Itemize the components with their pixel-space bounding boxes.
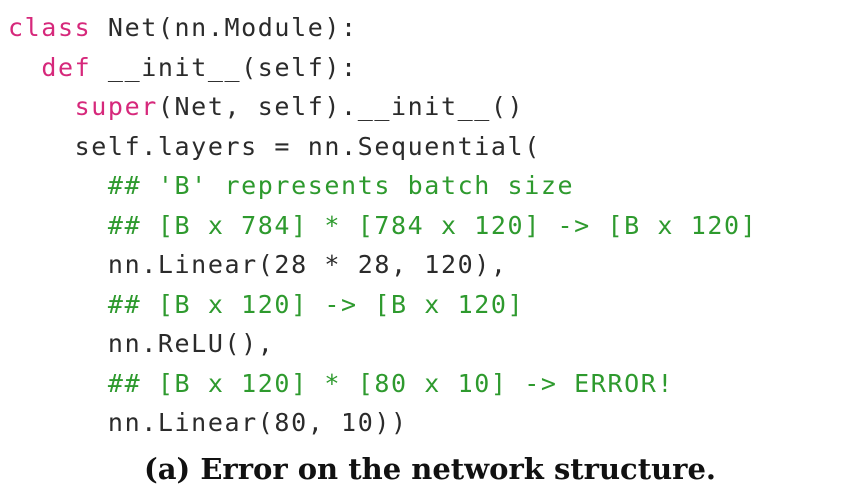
code-line: ## [B x 784] * [784 x 120] -> [B x 120] <box>8 206 757 246</box>
code-comment: ## [B x 784] * [784 x 120] -> [B x 120] <box>107 210 758 240</box>
code-text: nn.Linear(80, 10)) <box>107 408 408 437</box>
code-text: __init__(self): <box>91 52 358 82</box>
code-line: class Net(nn.Module): <box>8 8 757 48</box>
code-line: nn.Linear(28 * 28, 120), <box>8 245 757 285</box>
figure-caption: (a) Error on the network structure. <box>143 452 716 486</box>
code-keyword: class <box>8 13 92 42</box>
code-text: nn.ReLU(), <box>107 329 275 358</box>
code-line: nn.Linear(80, 10)) <box>8 403 757 443</box>
code-block: class Net(nn.Module): def __init__(self)… <box>8 8 757 443</box>
code-line: super(Net, self).__init__() <box>8 87 757 127</box>
code-line: ## [B x 120] * [80 x 10] -> ERROR! <box>8 364 757 404</box>
code-line: nn.ReLU(), <box>8 324 757 364</box>
code-comment: ## [B x 120] * [80 x 10] -> ERROR! <box>107 368 675 398</box>
code-text: self.layers = nn.Sequential( <box>74 131 541 161</box>
code-comment: ## [B x 120] -> [B x 120] <box>107 289 525 319</box>
code-comment: ## 'B' represents batch size <box>107 171 575 200</box>
code-text: Net(nn.Module): <box>91 13 358 42</box>
code-line: def __init__(self): <box>8 48 757 88</box>
code-text: nn.Linear(28 * 28, 120), <box>107 250 508 279</box>
code-line: ## [B x 120] -> [B x 120] <box>8 285 757 325</box>
code-line: self.layers = nn.Sequential( <box>8 127 757 167</box>
code-keyword: super <box>74 92 158 121</box>
code-text: (Net, self).__init__() <box>157 92 525 121</box>
code-keyword: def <box>41 52 92 82</box>
code-line: ## 'B' represents batch size <box>8 166 757 206</box>
